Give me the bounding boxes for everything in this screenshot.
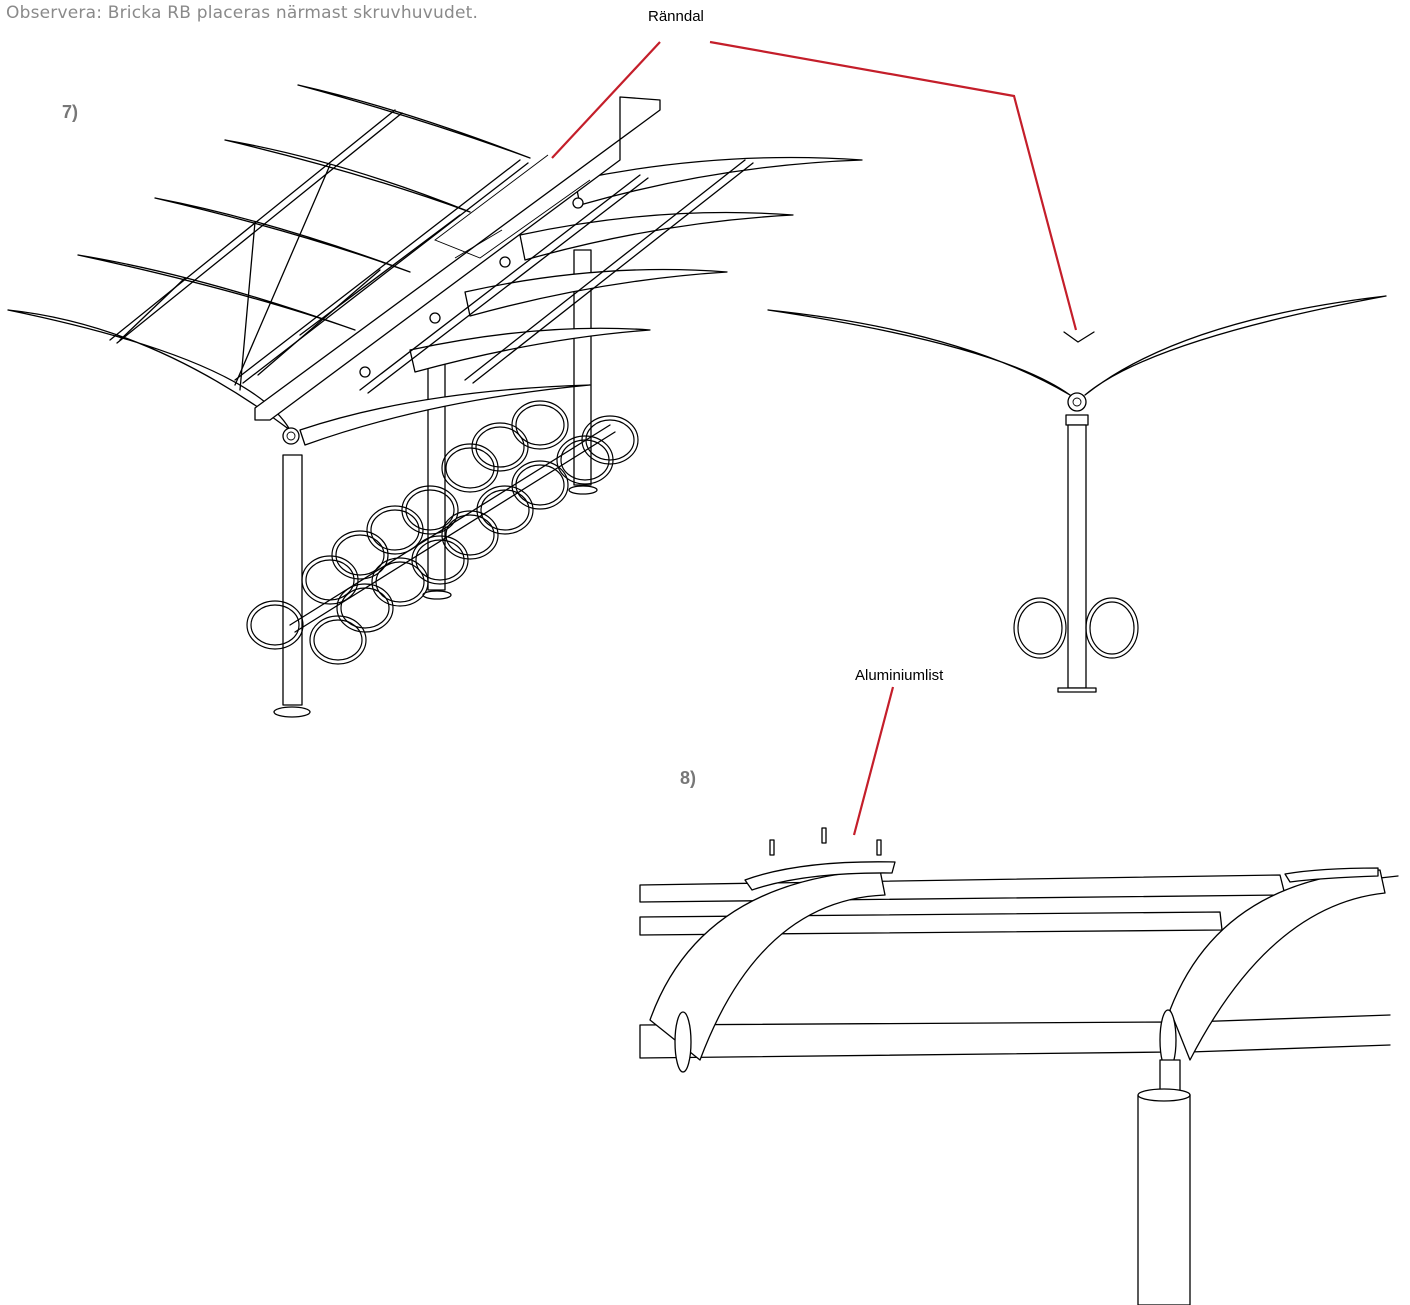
aluminium-strip-callout-label: Aluminiumlist xyxy=(855,667,944,684)
callout-leaders xyxy=(551,40,1078,836)
shelter-posts xyxy=(273,249,598,718)
shelter-roof-rails xyxy=(109,109,754,394)
assembly-note: Observera: Bricka RB placeras närmast sk… xyxy=(6,3,479,23)
detail-screws xyxy=(769,827,882,856)
gutter-callout-label: Ränndal xyxy=(648,8,704,25)
front-view-drawing xyxy=(767,295,1387,693)
shelter-bike-rack xyxy=(246,400,639,665)
step-8-detail-drawing xyxy=(639,827,1399,1305)
shelter-left-wings xyxy=(7,84,531,431)
shelter-joints xyxy=(282,197,584,445)
step-7-shelter-drawing xyxy=(7,84,863,718)
shelter-gutter xyxy=(254,96,661,421)
step-8-label: 8) xyxy=(680,768,697,788)
step-7-label: 7) xyxy=(62,102,79,122)
